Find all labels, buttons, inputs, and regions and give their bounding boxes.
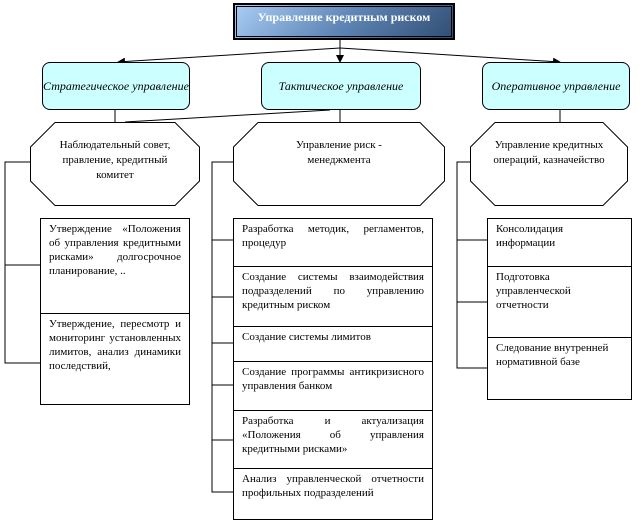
tactical-body-node: Управление риск - менеджмента: [233, 122, 445, 206]
root-node-title: Управление кредитным риском: [233, 3, 455, 40]
list-item: Консолидация информации: [488, 219, 631, 267]
strategic-body-node: Наблюдательный совет, правление, кредитн…: [30, 122, 200, 206]
list-item: Анализ управленческой отчетности профиль…: [242, 473, 424, 499]
list-item: Создание программы антикризисного управл…: [234, 362, 432, 411]
operational-body-node: Управление кредитных операций, казначейс…: [470, 122, 628, 206]
tactical-level-node: Тактическое управление: [261, 62, 421, 110]
list-item: Следование внутренней нормативной базе: [496, 342, 609, 368]
operational-tasks-list: Консолидация информации Подготовка управ…: [487, 218, 632, 400]
strategic-tasks-list: Утверждение «Положения об управления кре…: [40, 218, 190, 405]
operational-level-node: Оперативное управление: [482, 62, 630, 110]
list-item: Разработка методик, регламентов, процеду…: [234, 219, 432, 267]
list-item: Разработка и актуализация «Положения об …: [234, 411, 432, 469]
list-item: Создание системы лимитов: [234, 327, 432, 362]
list-item: Создание системы взаимодействия подразде…: [234, 267, 432, 327]
tactical-tasks-list: Разработка методик, регламентов, процеду…: [233, 218, 433, 520]
tactical-body-text: Управление риск - менеджмента: [296, 139, 382, 166]
strategic-body-text: Наблюдательный совет, правление, кредитн…: [59, 139, 171, 181]
operational-body-text: Управление кредитных операций, казначейс…: [493, 139, 605, 166]
list-item: Подготовка управленческой отчетности: [488, 267, 631, 338]
list-item: Утверждение «Положения об управления кре…: [41, 219, 189, 314]
list-item: Утверждение, пересмотр и мониторинг уста…: [49, 318, 181, 372]
strategic-level-node: Стратегическое управление: [42, 62, 190, 110]
